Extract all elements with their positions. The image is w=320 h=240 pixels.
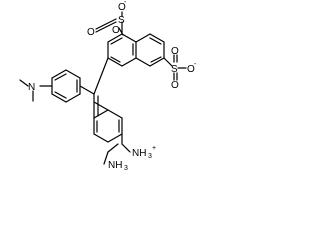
sulfonate-top-s-label: S [118, 15, 125, 26]
naphthalene-ring-left [107, 33, 137, 67]
sulfonate-top-group: O - S O O [87, 0, 127, 38]
cyclohexadiene-ring [93, 101, 123, 143]
sulfonate-right-o-above-label: O [171, 46, 179, 57]
sulfonate-right-s-label: S [171, 64, 178, 75]
sulfonate-right-charge: - [194, 61, 197, 68]
ammonium-groups: NH 3 + NH 3 [103, 133, 156, 172]
dimethylamino-group: N [19, 79, 53, 102]
sulfonate-right-o-charged-label: O [187, 64, 195, 75]
sulfonate-top-charge: - [124, 0, 127, 6]
phenyl-ring [51, 69, 81, 103]
sulfonate-right-group: S O - O O [163, 46, 197, 91]
sulfonate-top-o-below-label: O [112, 25, 120, 36]
ammonium-lower-label: NH [108, 160, 122, 171]
sulfonate-top-o-charged-label: O [118, 2, 126, 13]
central-carbon-bonds [79, 57, 109, 119]
ammonium-upper-label: NH [132, 148, 146, 159]
sulfonate-right-o-below-label: O [171, 80, 179, 91]
structure-canvas: N O - S O O S O - O O NH 3 + NH 3 [0, 0, 206, 186]
amine-nitrogen-label: N [28, 82, 35, 93]
ammonium-lower-subscript: 3 [124, 165, 128, 172]
naphthalene-ring-right [135, 33, 165, 67]
ammonium-upper-subscript: 3 [148, 153, 152, 160]
ammonium-upper-charge: + [152, 145, 156, 152]
structure-diagram: N O - S O O S O - O O NH 3 + NH 3 [19, 0, 197, 172]
sulfonate-top-o-left-label: O [87, 27, 95, 38]
